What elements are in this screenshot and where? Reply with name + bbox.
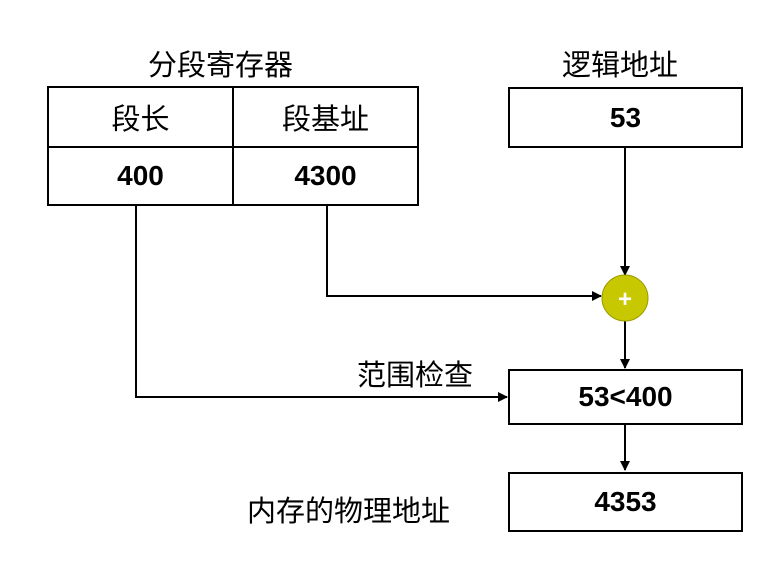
arrow-base-to-adder xyxy=(326,205,602,301)
header-segment-base: 段基址 xyxy=(232,86,419,148)
physical-address-label: 内存的物理地址 xyxy=(247,494,451,528)
physical-address-box: 4353 xyxy=(508,472,743,532)
value-segment-base: 4300 xyxy=(232,146,419,206)
adder-circle xyxy=(601,274,649,322)
range-check-label: 范围检查 xyxy=(357,358,474,392)
header-segment-length: 段长 xyxy=(47,86,234,148)
adder-plus-icon: + xyxy=(618,286,632,313)
value-segment-length: 400 xyxy=(47,146,234,206)
logical-address-box: 53 xyxy=(508,87,743,148)
segment-register-title: 分段寄存器 xyxy=(148,48,294,82)
range-check-box: 53<400 xyxy=(508,369,743,425)
logical-address-title: 逻辑地址 xyxy=(562,48,679,82)
arrow-length-to-check xyxy=(135,205,508,402)
